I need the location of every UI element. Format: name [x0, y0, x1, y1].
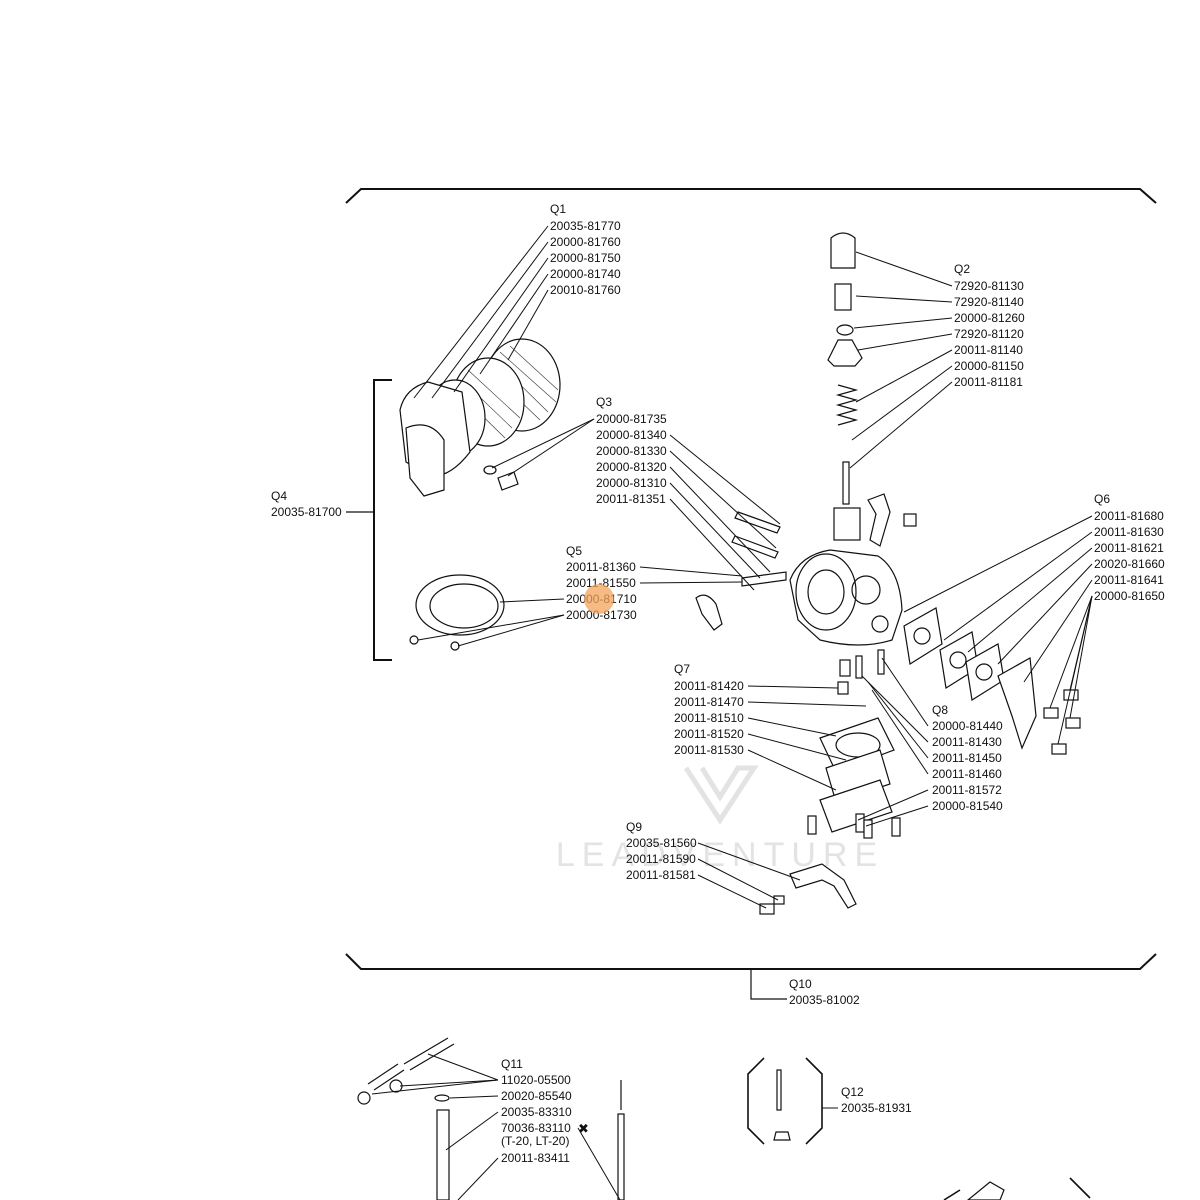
part-number: 20011-81360 — [566, 560, 636, 574]
part-number: 20011-81470 — [674, 695, 744, 709]
part-number: 20011-83411 — [501, 1151, 570, 1165]
group-q9-labels: Q9 20035-81560 20011-81590 20011-81581 — [626, 820, 697, 882]
part-number: 20011-81460 — [932, 767, 1002, 781]
part-number: 11020-05500 — [501, 1073, 571, 1087]
throttle-stack-drawing — [827, 232, 917, 547]
marker-cross-icon: ✖ — [578, 1121, 589, 1136]
part-number: 20011-81520 — [674, 727, 744, 741]
group-tag-q4: Q4 — [271, 489, 287, 503]
group-q4-labels: Q4 20035-81700 — [271, 489, 342, 519]
part-number: 20000-81540 — [932, 799, 1003, 813]
group-tag-q11: Q11 — [501, 1057, 523, 1071]
choke-rod-drawing — [357, 1037, 625, 1200]
group-q7-labels: Q7 20011-81420 20011-81470 20011-81510 2… — [674, 662, 744, 757]
group-q8-labels: Q8 20000-81440 20011-81430 20011-81450 2… — [932, 703, 1003, 813]
part-number: 20035-81700 — [271, 505, 342, 519]
group-tag-q6: Q6 — [1094, 492, 1110, 506]
part-number: 20011-81181 — [954, 375, 1023, 389]
part-number: 20011-81351 — [596, 492, 666, 506]
part-number: 20000-81735 — [596, 412, 667, 426]
part-number: 20011-81510 — [674, 711, 744, 725]
group-tag-q2: Q2 — [954, 262, 970, 276]
part-number: 20000-81310 — [596, 476, 667, 490]
part-number: 20011-81140 — [954, 343, 1023, 357]
part-number: 72920-81130 — [954, 279, 1024, 293]
group-q2-labels: Q2 72920-81130 72920-81140 20000-81260 7… — [954, 262, 1025, 389]
group-tag-q7: Q7 — [674, 662, 690, 676]
part-number: 70036-83110 — [501, 1121, 571, 1135]
group-q12-labels: Q12 20035-81931 — [841, 1085, 912, 1115]
part-number: 20000-81260 — [954, 311, 1025, 325]
leader-lines — [371, 225, 1093, 1200]
band-clamp-drawing — [409, 574, 505, 651]
part-number: 20035-83310 — [501, 1105, 572, 1119]
part-number: 20035-81931 — [841, 1101, 912, 1115]
part-number: 20035-81002 — [789, 993, 860, 1007]
part-number: 20011-81630 — [1094, 525, 1164, 539]
part-number: 20000-81330 — [596, 444, 667, 458]
part-number: 20000-81760 — [550, 235, 621, 249]
part-number: 20011-81430 — [932, 735, 1002, 749]
group-tag-q3: Q3 — [596, 395, 612, 409]
group-q11-labels: Q11 11020-05500 20020-85540 20035-83310 … — [501, 1057, 589, 1165]
part-number: 72920-81140 — [954, 295, 1024, 309]
part-number: 20000-81730 — [566, 608, 637, 622]
part-number: 20000-81320 — [596, 460, 667, 474]
watermark-text: LEADVENTURE — [556, 836, 884, 874]
assembly-frame — [345, 188, 1157, 1000]
group-q3-labels: Q3 20000-81735 20000-81340 20000-81330 2… — [596, 395, 667, 506]
part-number: 20011-81550 — [566, 576, 636, 590]
part-number: 72920-81120 — [954, 327, 1024, 341]
group-tag-q8: Q8 — [932, 703, 948, 717]
part-number: 20011-81621 — [1094, 541, 1164, 555]
carburetor-body-drawing — [695, 511, 903, 646]
part-number: 20011-81590 — [626, 852, 696, 866]
part-number: 20020-85540 — [501, 1089, 572, 1103]
part-number: 20000-81340 — [596, 428, 667, 442]
part-number-note: (T-20, LT-20) — [501, 1134, 569, 1148]
part-number: 20011-81420 — [674, 679, 744, 693]
part-number: 20011-81641 — [1094, 573, 1164, 587]
part-number: 20020-81660 — [1094, 557, 1165, 571]
group-q10-labels: Q10 20035-81002 — [789, 977, 860, 1007]
part-number: 20035-81560 — [626, 836, 697, 850]
part-number: 20035-81770 — [550, 219, 621, 233]
part-number: 20000-81650 — [1094, 589, 1165, 603]
part-number: 20011-81572 — [932, 783, 1002, 797]
part-number: 20011-81450 — [932, 751, 1002, 765]
part-number: 20011-81680 — [1094, 509, 1164, 523]
main-jet-kit-drawing — [747, 1057, 1091, 1200]
part-number: 20000-81740 — [550, 267, 621, 281]
group-q1-labels: Q1 20035-81770 20000-81760 20000-81750 2… — [550, 202, 621, 297]
lever-drawing — [759, 863, 857, 915]
group-tag-q1: Q1 — [550, 202, 566, 216]
part-number: 20000-81440 — [932, 719, 1003, 733]
diaphragm-assembly-drawing — [807, 649, 901, 839]
gasket-set-drawing — [903, 607, 1081, 755]
part-number: 20011-81530 — [674, 743, 744, 757]
group-q6-labels: Q6 20011-81680 20011-81630 20011-81621 2… — [1094, 492, 1165, 603]
cursor-highlight — [584, 584, 614, 614]
part-number: 20000-81150 — [954, 359, 1024, 373]
screw-set-drawing — [1043, 689, 1081, 755]
group-tag-q10: Q10 — [789, 977, 812, 991]
part-number: 20000-81750 — [550, 251, 621, 265]
group-tag-q12: Q12 — [841, 1085, 864, 1099]
part-number: 20010-81760 — [550, 283, 621, 297]
air-filter-drawing — [399, 338, 561, 497]
group-tag-q5: Q5 — [566, 544, 582, 558]
part-number: 20011-81581 — [626, 868, 696, 882]
group-tag-q9: Q9 — [626, 820, 642, 834]
